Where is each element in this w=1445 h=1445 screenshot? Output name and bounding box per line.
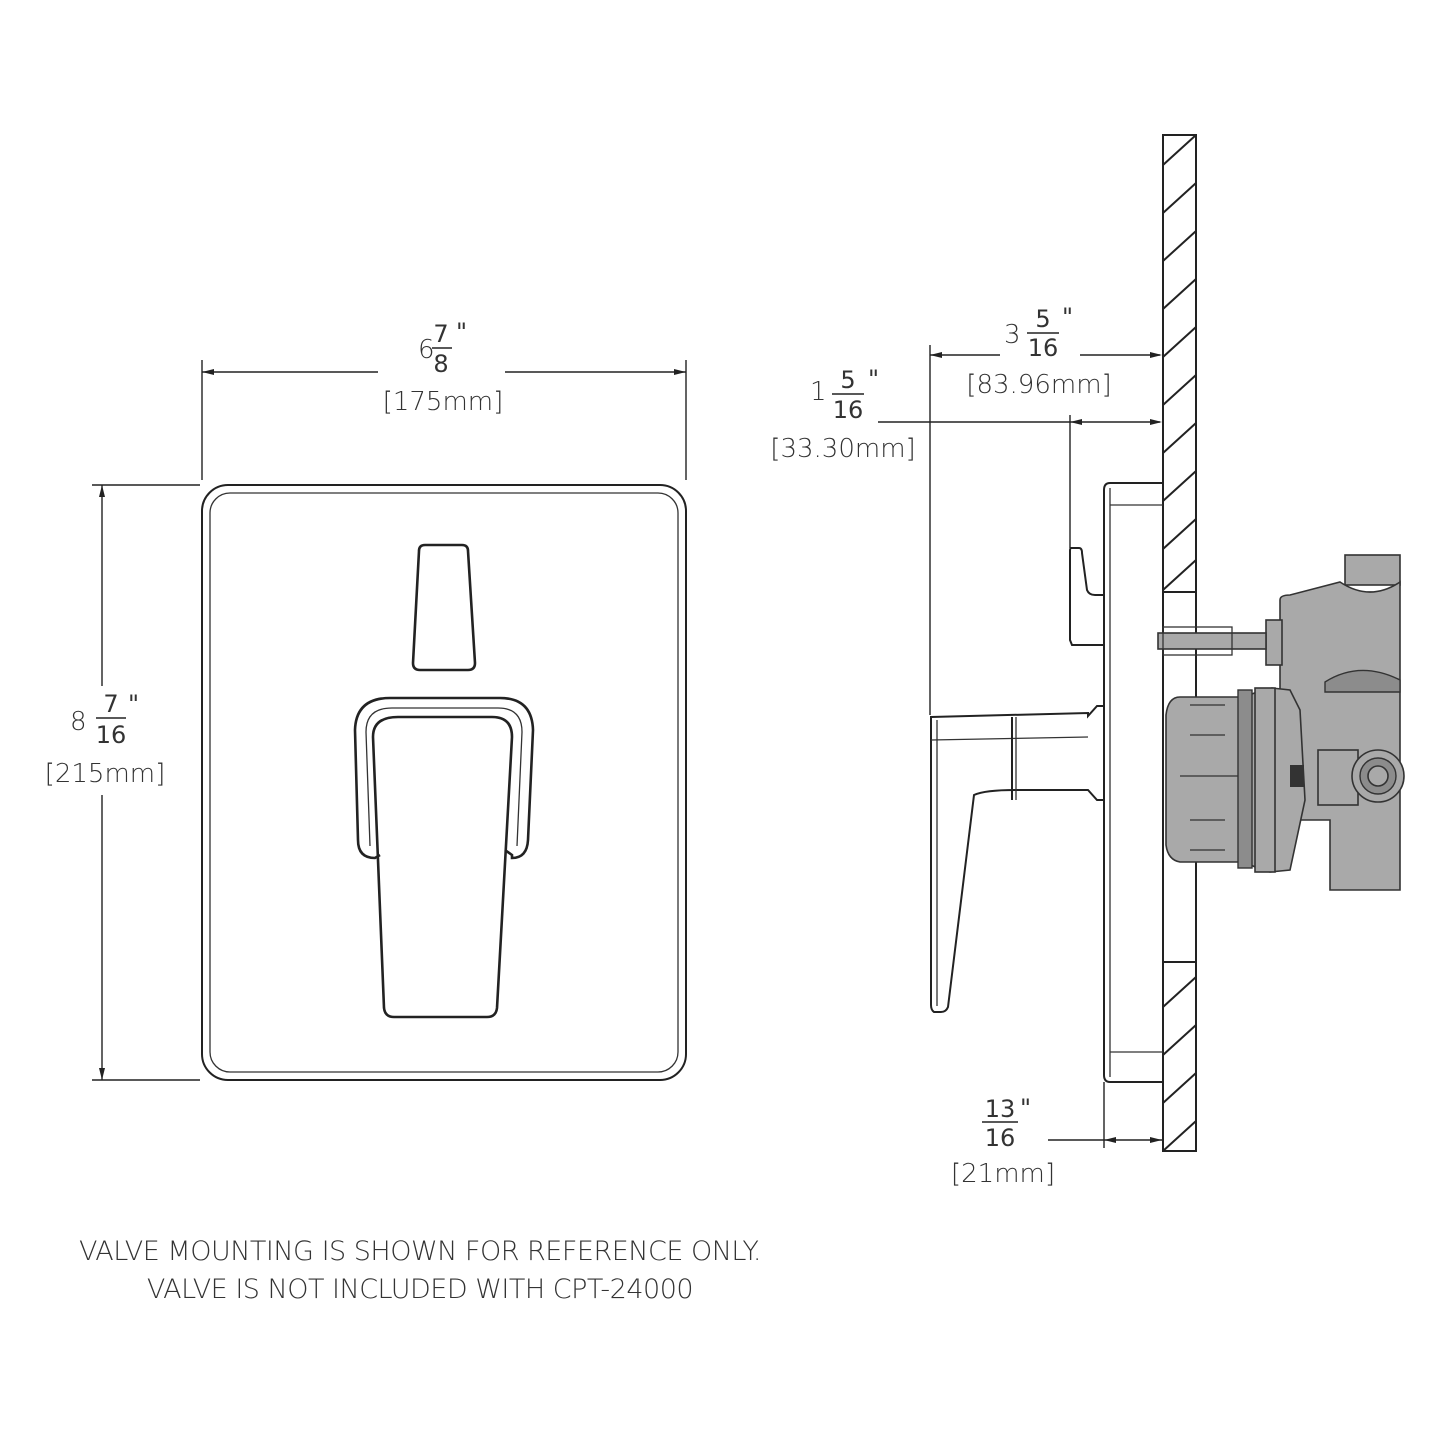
dim-denominator: 8 (433, 350, 448, 378)
height-dimension: 8 7 16 " [215mm] (45, 484, 200, 1081)
dim-unit: " (456, 318, 467, 346)
lever-handle (353, 696, 535, 1019)
dim-numerator: 13 (985, 1095, 1016, 1123)
diverter-side (1069, 547, 1105, 646)
diverter-knob (411, 543, 477, 672)
dim-whole: 3 (1004, 320, 1021, 350)
dim-unit: " (868, 365, 879, 393)
dim-numerator: 5 (1035, 305, 1050, 333)
dim-denominator: 16 (833, 396, 864, 424)
dim-denominator: 16 (985, 1124, 1016, 1152)
dim-denominator: 16 (96, 721, 127, 749)
projection-dimension: 3 5 16 " [83.96mm] (929, 303, 1162, 715)
dim-metric: [83.96mm] (966, 370, 1111, 400)
valve-body (1157, 554, 1405, 891)
front-view: 6 7 8 " [175mm] 8 7 16 " [215mm] (45, 318, 687, 1081)
dim-metric: [21mm] (951, 1159, 1055, 1189)
dim-numerator: 7 (103, 690, 118, 718)
dim-numerator: 7 (433, 320, 448, 348)
dim-whole: 1 (810, 377, 827, 407)
note-line-1: VALVE MOUNTING IS SHOWN FOR REFERENCE ON… (79, 1236, 761, 1267)
trim-plate-side (1103, 482, 1163, 1083)
dim-denominator: 16 (1028, 334, 1059, 362)
plate-thickness-dimension: 13 16 " [21mm] (951, 1082, 1162, 1189)
side-view: 3 5 16 " [83.96mm] 1 5 16 " [33.30mm] (770, 134, 1405, 1189)
dim-numerator: 5 (840, 366, 855, 394)
dim-metric: [175mm] (383, 387, 504, 417)
diverter-dimension: 1 5 16 " [33.30mm] (770, 365, 1162, 548)
dim-unit: " (1020, 1094, 1031, 1122)
dim-unit: " (128, 690, 139, 718)
note-line-2: VALVE IS NOT INCLUDED WITH CPT-24000 (146, 1274, 694, 1305)
dim-whole: 6 (418, 335, 435, 365)
dim-metric: [33.30mm] (770, 434, 915, 464)
dim-metric: [215mm] (45, 759, 166, 789)
dim-unit: " (1062, 303, 1073, 331)
lever-side (930, 705, 1105, 1013)
trim-plate (201, 484, 687, 1081)
width-dimension: 6 7 8 " [175mm] (201, 318, 687, 480)
dim-whole: 8 (70, 707, 87, 737)
